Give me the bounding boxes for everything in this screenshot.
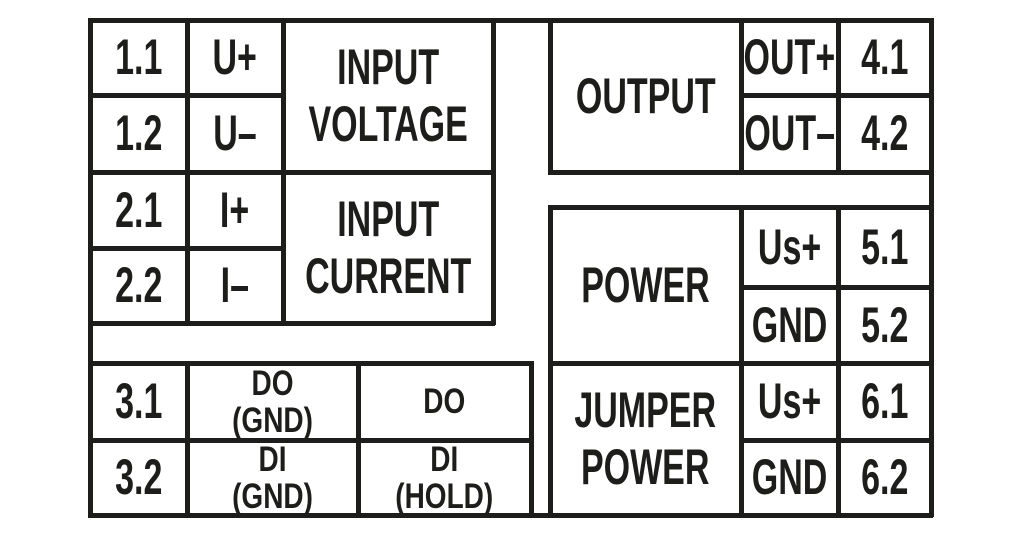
- terminal-number-1-1: 1.1: [90, 20, 187, 95]
- signal-label-us-plus-6-text: Us+: [757, 373, 822, 429]
- input-current-line-2: CURRENT: [304, 247, 472, 304]
- grid-line-horizontal: [548, 361, 933, 366]
- signal-label-gnd-5-text: GND: [751, 296, 828, 353]
- block-description-output-text: OUTPUT: [575, 67, 716, 124]
- function-label-do-text: DO: [423, 382, 466, 421]
- jumper-power-line-1: JUMPER: [574, 382, 717, 438]
- signal-label-gnd-5: GND: [741, 287, 838, 363]
- signal-label-gnd-6: GND: [741, 440, 838, 515]
- terminal-number-6-2-text: 6.2: [860, 449, 909, 505]
- signal-label-do-gnd-text: DO (GND): [232, 365, 313, 439]
- block-description-input-current: INPUT CURRENT: [283, 172, 493, 323]
- signal-label-u-minus-text: U–: [213, 105, 257, 161]
- grid-line-vertical: [88, 18, 93, 517]
- signal-label-i-plus-text: I+: [220, 181, 250, 238]
- signal-label-out-minus: OUT–: [741, 95, 838, 172]
- grid-line-horizontal: [739, 93, 933, 98]
- terminal-number-2-2-text: 2.2: [114, 257, 163, 313]
- block-description-power: POWER: [550, 207, 741, 363]
- terminal-number-3-2-text: 3.2: [114, 449, 163, 505]
- do-gnd-line-1: DO: [251, 363, 294, 403]
- block-description-output: OUTPUT: [550, 20, 741, 172]
- input-voltage-line-2: VOLTAGE: [308, 96, 468, 152]
- terminal-number-3-2: 3.2: [90, 440, 187, 515]
- terminal-number-4-2: 4.2: [838, 95, 931, 172]
- grid-line-horizontal: [739, 438, 933, 443]
- terminal-number-1-2-text: 1.2: [114, 105, 163, 161]
- di-hold-line-2: (HOLD): [395, 476, 494, 516]
- block-description-input-voltage-text: INPUT VOLTAGE: [308, 39, 467, 153]
- terminal-number-4-1-text: 4.1: [860, 29, 909, 85]
- grid-line-horizontal: [88, 513, 933, 518]
- signal-label-out-plus-text: OUT+: [743, 29, 836, 85]
- grid-line-horizontal: [739, 285, 933, 290]
- signal-label-us-plus-6: Us+: [741, 363, 838, 440]
- terminal-number-4-2-text: 4.2: [860, 105, 909, 161]
- terminal-number-2-1-text: 2.1: [114, 181, 163, 238]
- signal-label-di-gnd-text: DI (GND): [232, 441, 313, 515]
- signal-label-i-plus: I+: [187, 172, 283, 248]
- block-description-power-text: POWER: [581, 256, 710, 313]
- grid-line-horizontal: [88, 18, 933, 23]
- terminal-number-5-1-text: 5.1: [860, 218, 909, 275]
- signal-label-u-plus: U+: [187, 20, 283, 95]
- signal-label-gnd-6-text: GND: [751, 449, 828, 505]
- signal-label-u-plus-text: U+: [212, 29, 258, 85]
- terminal-number-3-1: 3.1: [90, 363, 187, 440]
- block-description-jumper-power: JUMPER POWER: [550, 363, 741, 515]
- function-label-di-hold-text: DI (HOLD): [396, 441, 494, 515]
- terminal-number-6-1-text: 6.1: [860, 373, 909, 429]
- grid-line-horizontal: [88, 361, 533, 366]
- grid-line-horizontal: [88, 170, 495, 175]
- grid-line-horizontal: [88, 93, 285, 98]
- signal-label-u-minus: U–: [187, 95, 283, 172]
- input-current-line-1: INPUT: [337, 190, 439, 247]
- terminal-number-2-1: 2.1: [90, 172, 187, 248]
- grid-line-horizontal: [88, 321, 495, 326]
- terminal-number-5-2-text: 5.2: [860, 296, 909, 353]
- terminal-number-6-2: 6.2: [838, 440, 931, 515]
- block-description-input-current-text: INPUT CURRENT: [305, 191, 471, 305]
- terminal-number-6-1: 6.1: [838, 363, 931, 440]
- di-gnd-line-2: (GND): [232, 476, 313, 516]
- terminal-number-2-2: 2.2: [90, 248, 187, 323]
- grid-line-horizontal: [88, 246, 285, 251]
- signal-label-out-minus-text: OUT–: [744, 105, 835, 161]
- jumper-power-line-2: POWER: [581, 439, 710, 495]
- terminal-number-3-1-text: 3.1: [114, 373, 163, 429]
- signal-label-us-plus-5-text: Us+: [757, 218, 822, 275]
- input-voltage-line-1: INPUT: [337, 39, 440, 95]
- terminal-number-5-2: 5.2: [838, 287, 931, 363]
- block-description-input-voltage: INPUT VOLTAGE: [283, 20, 493, 172]
- function-label-di-hold: DI (HOLD): [358, 440, 531, 515]
- grid-line-horizontal: [548, 170, 933, 175]
- terminal-number-1-2: 1.2: [90, 95, 187, 172]
- terminal-number-4-1: 4.1: [838, 20, 931, 95]
- terminal-number-1-1-text: 1.1: [114, 29, 163, 85]
- signal-label-do-gnd: DO (GND): [187, 363, 358, 440]
- do-gnd-line-2: (GND): [232, 400, 313, 440]
- grid-line-horizontal: [88, 438, 533, 443]
- signal-label-i-minus: I–: [187, 248, 283, 323]
- signal-label-i-minus-text: I–: [220, 257, 250, 313]
- grid-line-vertical: [548, 18, 553, 174]
- grid-line-vertical: [929, 18, 934, 517]
- grid-line-horizontal: [548, 205, 933, 210]
- signal-label-us-plus-5: Us+: [741, 207, 838, 287]
- di-hold-line-1: DI: [430, 439, 459, 479]
- function-label-do: DO: [358, 363, 531, 440]
- signal-label-out-plus: OUT+: [741, 20, 838, 95]
- terminal-number-5-1: 5.1: [838, 207, 931, 287]
- block-description-jumper-power-text: JUMPER POWER: [575, 382, 717, 496]
- signal-label-di-gnd: DI (GND): [187, 440, 358, 515]
- di-gnd-line-1: DI: [258, 439, 287, 479]
